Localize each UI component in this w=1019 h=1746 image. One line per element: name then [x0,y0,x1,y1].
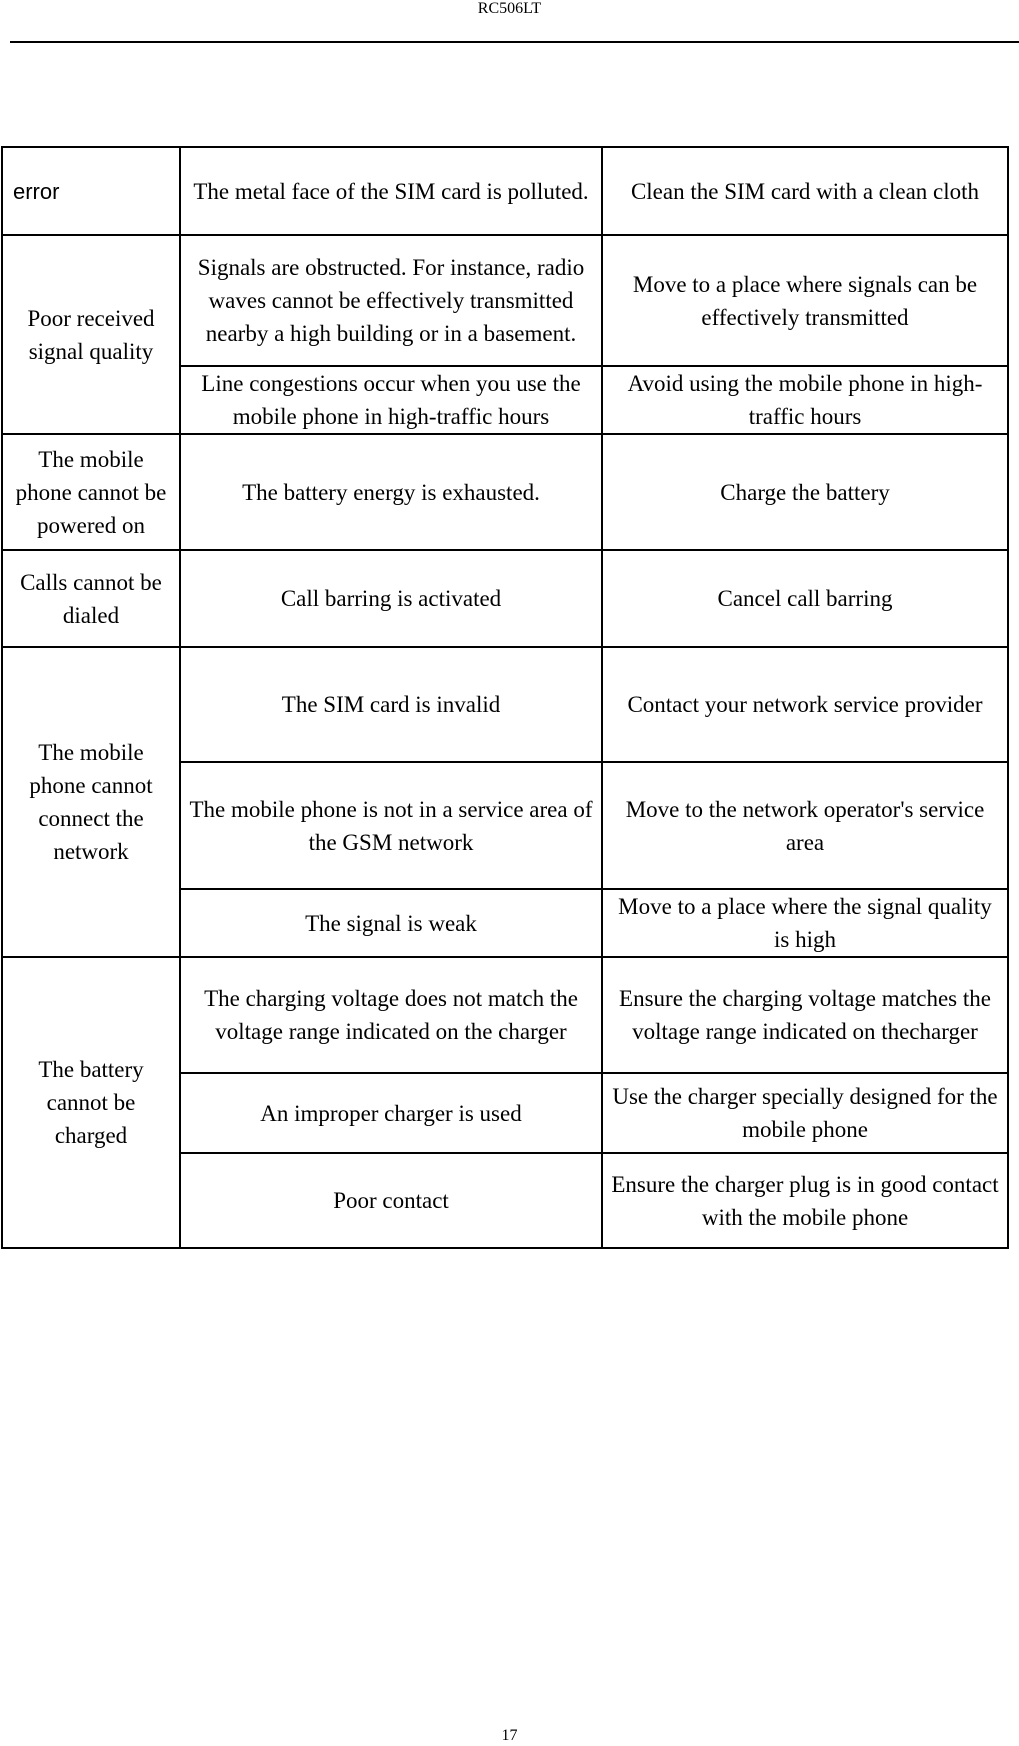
table-row: The mobile phone is not in a service are… [2,761,1009,890]
table-row: The signal is weak Move to a place where… [2,888,1009,958]
cause-cell: The metal face of the SIM card is pollut… [179,146,603,236]
header-divider [10,41,1019,43]
solution-cell: Move to a place where signals can be eff… [601,234,1009,367]
solution-cell: Clean the SIM card with a clean cloth [601,146,1009,236]
solution-cell: Charge the battery [601,433,1009,551]
table-row: An improper charger is used Use the char… [2,1072,1009,1154]
troubleshooting-table: error The metal face of the SIM card is … [1,146,1009,1249]
problem-cell: error [1,146,181,236]
cause-cell: The charging voltage does not match the … [179,956,603,1074]
problem-cell: The mobile phone cannot be powered on [1,433,181,551]
solution-cell: Ensure the charger plug is in good conta… [601,1152,1009,1249]
cause-cell: Call barring is activated [179,549,603,648]
problem-cell: Poor received signal quality [1,234,181,435]
table-row: Line congestions occur when you use the … [2,365,1009,435]
page-number: 17 [501,1727,518,1744]
cause-cell: Poor contact [179,1152,603,1249]
table-row: Calls cannot be dialed Call barring is a… [1,549,1009,648]
solution-cell: Move to the network operator's service a… [601,761,1009,890]
cause-cell: The SIM card is invalid [179,646,603,763]
solution-cell: Cancel call barring [601,549,1009,648]
solution-cell: Use the charger specially designed for t… [601,1072,1009,1154]
cause-cell: The signal is weak [179,888,603,958]
table-row: The mobile phone cannot connect the netw… [1,646,1009,958]
problem-cell: The battery cannot be charged [1,956,181,1249]
page-header-model: RC506LT [477,0,542,17]
table-row: Poor received signal quality Signals are… [1,234,1009,435]
solution-cell: Move to a place where the signal quality… [601,888,1009,958]
table-row: Poor contact Ensure the charger plug is … [2,1152,1009,1249]
solution-cell: Ensure the charging voltage matches the … [601,956,1009,1074]
solution-cell: Contact your network service provider [601,646,1009,763]
solution-cell: Avoid using the mobile phone in high-tra… [601,365,1009,435]
problem-cell: The mobile phone cannot connect the netw… [1,646,181,958]
cause-cell: Line congestions occur when you use the … [179,365,603,435]
cause-cell: An improper charger is used [179,1072,603,1154]
table-row: error The metal face of the SIM card is … [1,146,1009,236]
cause-cell: Signals are obstructed. For instance, ra… [179,234,603,367]
cause-cell: The mobile phone is not in a service are… [179,761,603,890]
table-row: The battery cannot be charged The chargi… [1,956,1009,1249]
table-row: The mobile phone cannot be powered on Th… [1,433,1009,551]
cause-cell: The battery energy is exhausted. [179,433,603,551]
problem-cell: Calls cannot be dialed [1,549,181,648]
